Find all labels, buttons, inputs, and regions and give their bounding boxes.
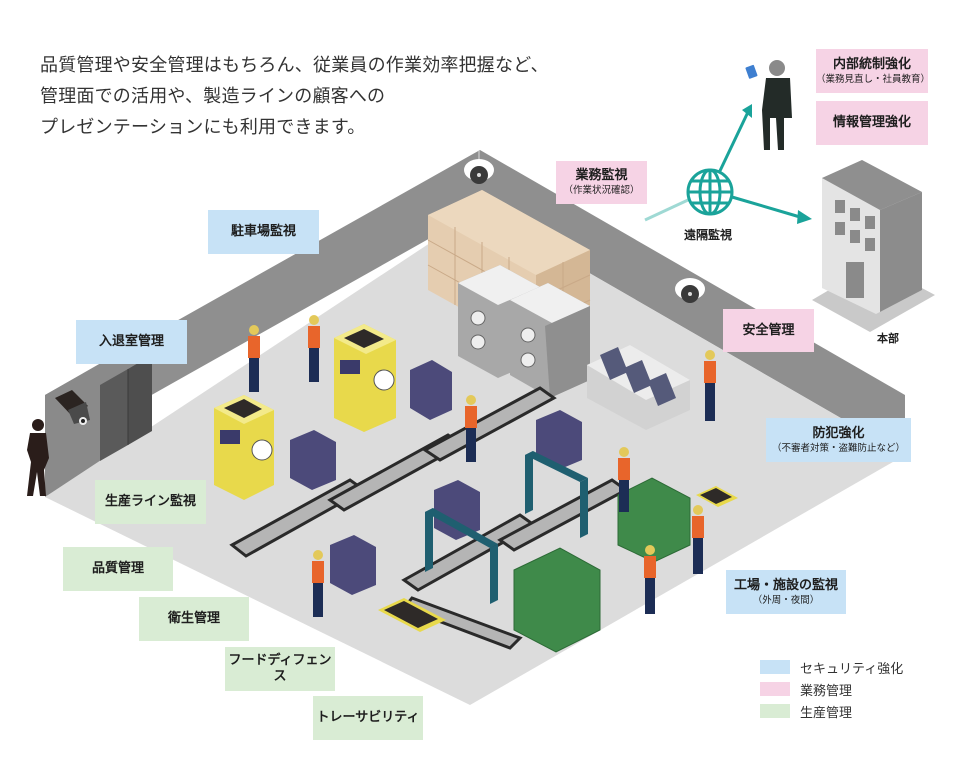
purple-machines	[290, 360, 582, 595]
label-remote-monitoring: 遠隔監視	[684, 228, 733, 242]
box-camera-icon	[55, 390, 90, 425]
intro-line: プレゼンテーションにも利用できます。	[40, 117, 366, 138]
label-title: 内部統制強化	[832, 56, 911, 72]
worker	[618, 447, 630, 512]
intro-line: 管理面での活用や、製造ラインの顧客への	[40, 86, 386, 107]
worker	[465, 395, 477, 462]
label-safety-management: 安全管理	[723, 309, 814, 352]
label-work-monitoring: 業務監視 （作業状況確認）	[556, 161, 647, 204]
legend-label: 生産管理	[800, 705, 853, 721]
yellow-machine	[334, 324, 396, 432]
label-title: 工場・施設の監視	[733, 577, 838, 593]
cabinet-machines	[458, 265, 590, 398]
label-internal-control: 内部統制強化 （業務見直し・社員教育）	[816, 49, 931, 93]
label-title: 生産ライン監視	[104, 494, 196, 509]
label-subtitle: （外周・夜間）	[752, 594, 820, 606]
dome-camera-icon	[675, 278, 705, 303]
label-information-management: 情報管理強化	[816, 101, 928, 145]
green-crate-stacks	[513, 477, 691, 653]
label-title: 業務監視	[575, 168, 628, 183]
label-title: 安全管理	[742, 322, 795, 338]
legend-swatch	[760, 660, 790, 674]
label-entry-exit-management: 入退室管理	[76, 320, 187, 364]
intruder-silhouette-icon	[27, 419, 49, 496]
legend-swatch	[760, 704, 790, 718]
entrance-door	[100, 355, 152, 461]
remote-monitoring-globe-icon	[644, 104, 812, 224]
label-quality-management: 品質管理	[63, 547, 173, 591]
worker	[644, 545, 656, 614]
dome-camera-icon	[464, 150, 494, 184]
teal-arches	[425, 451, 588, 604]
yellow-tray	[378, 486, 738, 632]
label-title: トレーサビリティ	[316, 710, 420, 725]
label-subtitle: （作業状況確認）	[563, 185, 640, 196]
yellow-machine	[214, 395, 274, 500]
worker	[248, 325, 260, 392]
workers	[248, 315, 716, 617]
worker	[704, 350, 716, 421]
label-traceability: トレーサビリティ	[313, 696, 423, 740]
worker	[312, 550, 324, 617]
conveyor-belts	[229, 386, 629, 650]
worker	[692, 505, 704, 574]
label-parking-monitoring: 駐車場監視	[208, 210, 319, 254]
label-title: 入退室管理	[98, 334, 164, 349]
legend-item-security: セキュリティ強化	[760, 656, 903, 678]
label-title: 情報管理強化	[832, 115, 911, 130]
label-subtitle: （業務見直し・社員教育）	[816, 73, 931, 85]
label-title: 駐車場監視	[230, 224, 296, 239]
control-console	[587, 345, 690, 430]
legend-label: セキュリティ強化	[800, 661, 904, 677]
label-title: 衛生管理	[167, 611, 220, 626]
label-subtitle: （不審者対策・盗難防止など）	[771, 442, 905, 454]
label-crime-prevention: 防犯強化 （不審者対策・盗難防止など）	[766, 418, 911, 462]
legend-item-business: 業務管理	[760, 678, 903, 700]
worker	[308, 315, 320, 382]
label-title: 防犯強化	[812, 425, 865, 441]
label-facility-monitoring: 工場・施設の監視 （外周・夜間）	[726, 570, 846, 614]
legend: セキュリティ強化 業務管理 生産管理	[760, 656, 903, 722]
label-hygiene-management: 衛生管理	[139, 597, 249, 641]
label-title: 品質管理	[91, 561, 144, 576]
label-food-defense: フードディフェンス	[225, 647, 335, 691]
manager-with-tablet-icon	[745, 60, 792, 150]
label-title: フードディフェンス	[228, 653, 332, 684]
intro-line: 品質管理や安全管理はもちろん、従業員の作業効率把握など、	[40, 55, 549, 76]
legend-swatch	[760, 682, 790, 696]
legend-label: 業務管理	[800, 683, 853, 699]
headquarters-building-icon	[812, 160, 935, 332]
label-headquarters: 本部	[877, 332, 899, 345]
legend-item-production: 生産管理	[760, 700, 903, 722]
intro-text: 品質管理や安全管理はもちろん、従業員の作業効率把握など、 管理面での活用や、製造…	[40, 50, 549, 143]
label-production-line-monitoring: 生産ライン監視	[95, 480, 206, 524]
